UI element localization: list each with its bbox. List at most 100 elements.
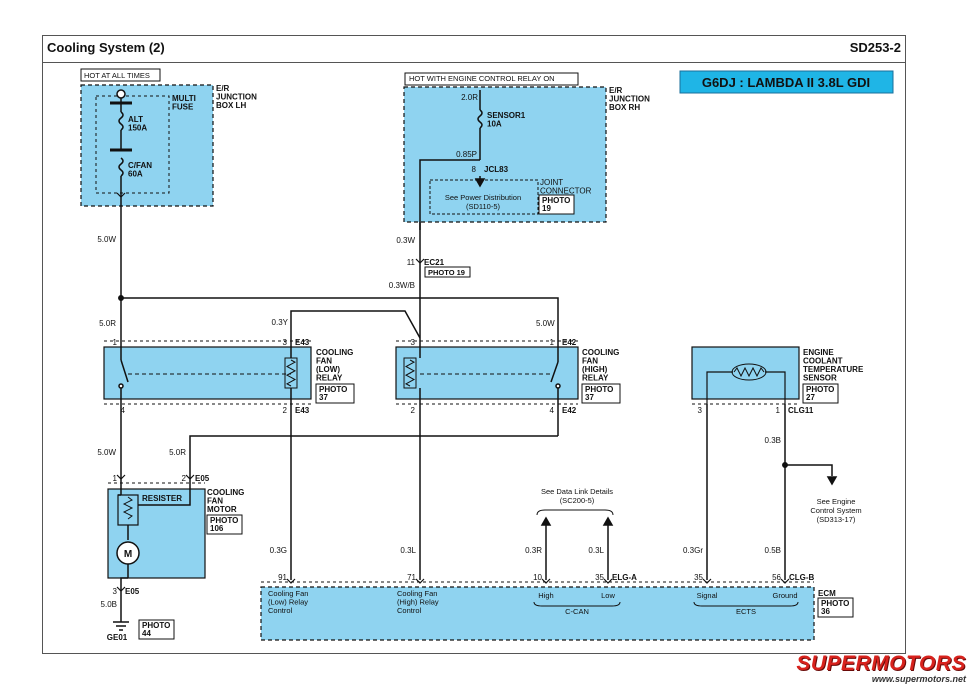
sensor1-fuse-icon — [477, 109, 483, 129]
photo-label: PHOTO — [821, 599, 849, 608]
label: C-CAN — [565, 607, 589, 616]
label: GE01 — [107, 633, 128, 642]
label: E/R — [609, 86, 623, 95]
ects-sensor-box — [691, 346, 800, 400]
label: 3 — [411, 338, 416, 347]
photo-number: 27 — [806, 393, 815, 402]
label: 5.0B — [101, 600, 117, 609]
label: ELG-A — [612, 573, 637, 582]
junction-box-lh — [80, 84, 214, 207]
label: See Engine — [817, 497, 856, 506]
label: 0.3W/B — [389, 281, 415, 290]
ecm-box — [260, 586, 815, 641]
photo-number: 106 — [210, 524, 224, 533]
label: 2 — [411, 406, 416, 415]
label: 3 — [283, 338, 288, 347]
label: ENGINE — [803, 348, 834, 357]
page-title: Cooling System (2) — [47, 40, 165, 55]
ects-brace — [693, 601, 799, 607]
photo-number: 44 — [142, 629, 151, 638]
label: CLG-B — [789, 573, 815, 582]
label: ECTS — [736, 607, 756, 616]
label: E43 — [295, 406, 310, 415]
supermotors-logo: SUPERMOTORS www.supermotors.net — [792, 652, 972, 686]
engine-badge-text: G6DJ : LAMBDA II 3.8L GDI — [702, 75, 870, 90]
ecm-pin-connector-icon — [780, 578, 790, 584]
label: BOX RH — [609, 103, 640, 112]
label: E42 — [562, 338, 577, 347]
label: High — [538, 591, 553, 600]
joint-connector-box — [429, 179, 539, 215]
label: JCL83 — [484, 165, 509, 174]
label: 150A — [128, 124, 147, 133]
label: Signal — [697, 591, 718, 600]
label: MULTI — [172, 94, 196, 103]
label: 0.3W — [396, 236, 415, 245]
logo-url: www.supermotors.net — [871, 674, 966, 684]
label: JUNCTION — [609, 95, 650, 104]
photo-number: 37 — [319, 393, 328, 402]
logo-text: SUPERMOTORS — [796, 652, 966, 675]
ecm-pin-number: 35 — [595, 573, 604, 582]
label: (SC200-5) — [560, 496, 595, 505]
label: 2.0R — [461, 93, 478, 102]
label: 1 — [550, 338, 555, 347]
thermistor-icon — [731, 363, 767, 381]
label: (LOW) — [316, 365, 340, 374]
label: Control — [397, 606, 422, 615]
label: FUSE — [172, 103, 194, 112]
data-link-brace — [536, 509, 614, 516]
wire — [419, 159, 480, 230]
label: MOTOR — [207, 505, 237, 514]
photo-ec21 — [424, 266, 471, 278]
connector-icon — [415, 258, 425, 264]
label: COOLANT — [803, 357, 843, 366]
wire-ground — [120, 577, 128, 622]
label: 1 — [113, 474, 118, 483]
photo-37-high — [581, 383, 621, 404]
bus-wire-high — [121, 297, 559, 338]
hot-engine-relay-text: HOT WITH ENGINE CONTROL RELAY ON — [409, 74, 555, 83]
photo-44-box — [138, 619, 175, 640]
relay-low-box — [103, 346, 312, 400]
label: (High) Relay — [397, 598, 439, 607]
label: 0.3G — [270, 546, 287, 555]
label: 2 — [283, 406, 288, 415]
label: 0.3L — [400, 546, 416, 555]
can-high-arrow-icon — [540, 516, 552, 526]
label: 0.3Gr — [683, 546, 703, 555]
motor-m-glyph: M — [124, 549, 132, 560]
label: 0.3L — [588, 546, 604, 555]
page-code: SD253-2 — [849, 40, 901, 55]
label: (SD313-17) — [817, 515, 856, 524]
photo-label: PHOTO — [210, 516, 238, 525]
photo-label: PHOTO — [142, 621, 170, 630]
label: 5.0R — [169, 448, 186, 457]
relay-high-box — [395, 346, 579, 400]
label: 5.0R — [99, 319, 116, 328]
label: E05 — [125, 587, 140, 596]
label: RELAY — [582, 374, 609, 383]
wire-0.3y — [290, 310, 421, 339]
label: Low — [601, 591, 615, 600]
photo-19-box — [538, 194, 575, 215]
label: CLG11 — [788, 406, 814, 415]
see-power-distribution-ref: (SD110-5) — [466, 202, 501, 211]
label: PHOTO 19 — [428, 268, 465, 277]
ecm-pin-number: 56 — [772, 573, 781, 582]
label: 0.85P — [456, 150, 477, 159]
contact-icon — [555, 383, 561, 389]
photo-label: PHOTO — [319, 385, 347, 394]
alt-fuse-icon — [118, 111, 124, 131]
label: RESISTER — [142, 494, 182, 503]
photo-label: PHOTO — [542, 196, 570, 205]
label: Ground — [772, 591, 797, 600]
relay-switch-icon — [550, 361, 559, 383]
label: 0.3R — [525, 546, 542, 555]
label: Control System — [810, 506, 861, 515]
label: E43 — [295, 338, 310, 347]
label: 60A — [128, 170, 143, 179]
label: 10A — [487, 120, 502, 129]
photo-number: 19 — [542, 204, 551, 213]
power-terminal-icon — [116, 89, 126, 99]
